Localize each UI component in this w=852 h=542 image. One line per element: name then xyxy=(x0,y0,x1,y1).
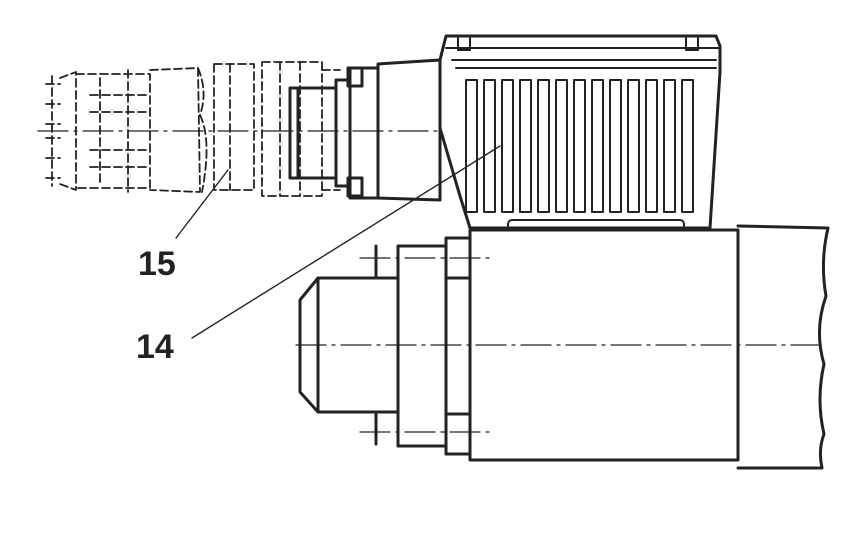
socket-housing xyxy=(288,58,442,202)
plug-connector-15 xyxy=(45,61,341,197)
solenoid-coil-body xyxy=(468,224,830,470)
leader-line-15 xyxy=(175,169,229,239)
solenoid-plug-housing-14 xyxy=(438,34,722,231)
end-nut-and-flange xyxy=(298,236,472,456)
callout-label-14: 14 xyxy=(136,328,174,366)
leader-line-14 xyxy=(191,145,501,339)
leader-lines xyxy=(175,145,501,339)
cooling-ribs xyxy=(465,79,694,213)
callout-label-15: 15 xyxy=(138,245,176,283)
